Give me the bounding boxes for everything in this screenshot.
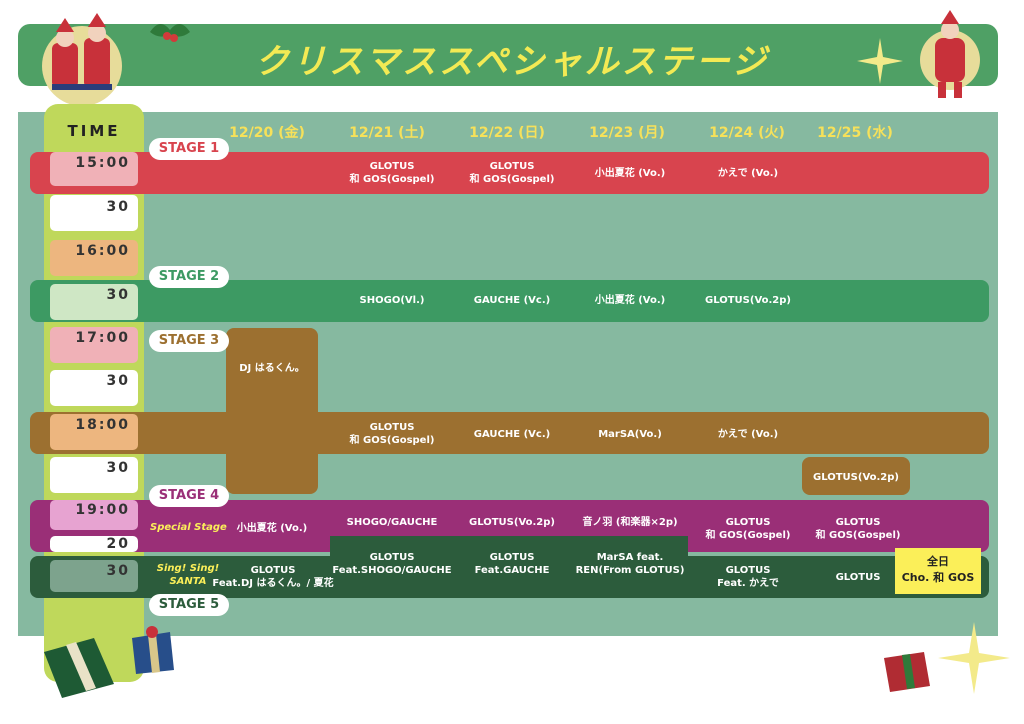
stage5-cell-1220: GLOTUS Feat.DJ はるくん。/ 夏花 (212, 565, 334, 589)
stage3-cell-1221: GLOTUS 和 GOS(Gospel) (349, 422, 435, 446)
star-icon (857, 38, 903, 84)
time-slot: 30 (50, 457, 138, 493)
stage3-cell-1225: GLOTUS(Vo.2p) (813, 472, 899, 483)
stage1-label: STAGE 1 (149, 138, 229, 160)
date-header: 12/23 (月) (589, 125, 665, 141)
time-slot: 20 (50, 536, 138, 552)
special-stage-label: Special Stage (150, 522, 227, 533)
stage2-cell-1221: SHOGO(Vl.) (359, 295, 425, 306)
stage1-cell-1223: 小出夏花 (Vo.) (594, 168, 666, 179)
date-header: 12/24 (火) (709, 125, 785, 141)
time-header: TIME (67, 122, 121, 140)
stage5-cell-1221: GLOTUS Feat.SHOGO/GAUCHE (332, 552, 452, 576)
stage3-cell-1224: かえで (Vo.) (717, 429, 779, 440)
stage4-cell-1220: 小出夏花 (Vo.) (236, 523, 308, 534)
stage4-cell-1222: GLOTUS(Vo.2p) (469, 517, 555, 528)
stage5-cell-1225: GLOTUS (835, 572, 881, 583)
stage4-cell-1225: GLOTUS 和 GOS(Gospel) (815, 517, 901, 541)
holly-icon (150, 23, 190, 42)
date-header: 12/20 (金) (229, 125, 305, 141)
santa-left-illustration (42, 13, 122, 106)
allday-box (895, 548, 981, 594)
stage4-label: STAGE 4 (149, 485, 229, 507)
stage3-dj-block (226, 328, 318, 494)
time-slot: 18:00 (50, 414, 138, 450)
page-title: クリスマススペシャルステージ (255, 42, 769, 82)
stage5-extension (330, 536, 688, 598)
stage2-cell-1224: GLOTUS(Vo.2p) (705, 295, 791, 306)
allday-text: 全日 Cho. 和 GOS (901, 555, 975, 584)
stage5-label: STAGE 5 (149, 594, 229, 616)
stage1-cell-1222: GLOTUS 和 GOS(Gospel) (469, 161, 555, 185)
date-header: 12/22 (日) (469, 125, 545, 141)
time-slot: 30 (50, 195, 138, 231)
stage4-cell-1221: SHOGO/GAUCHE (346, 517, 438, 528)
gift-box-green-icon (44, 638, 114, 698)
stage3-band (30, 412, 989, 454)
time-slot: 19:00 (50, 500, 138, 530)
stage4-cell-1224: GLOTUS 和 GOS(Gospel) (705, 517, 791, 541)
time-slot: 30 (50, 370, 138, 406)
stage5-cell-1224: GLOTUS Feat. かえで (717, 565, 779, 589)
gift-box-red-icon (884, 652, 930, 692)
stage1-cell-1224: かえで (Vo.) (717, 168, 779, 179)
gift-box-blue-icon (132, 626, 174, 674)
time-slot: 30 (50, 560, 138, 592)
time-slot: 15:00 (50, 152, 138, 186)
stage3-cell-1222: GAUCHE (Vc.) (473, 429, 551, 440)
stage3-label: STAGE 3 (149, 330, 229, 352)
stage3-cell-1223: MarSA(Vo.) (598, 429, 662, 440)
stage5-cell-1222: GLOTUS Feat.GAUCHE (474, 552, 550, 576)
stage4-cell-1223: 音ノ羽 (和楽器×2p) (582, 517, 678, 528)
sing-sing-santa-label: Sing! Sing! SANTA (156, 563, 220, 587)
stage5-cell-1223: MarSA feat. REN(From GLOTUS) (575, 552, 685, 576)
santa-right-illustration (920, 10, 980, 98)
time-slot: 30 (50, 284, 138, 320)
stage3-dj: DJ はるくん。 (239, 363, 305, 374)
time-slot: 17:00 (50, 327, 138, 363)
time-slot: 16:00 (50, 240, 138, 276)
date-header: 12/25 (水) (817, 125, 893, 141)
stage1-cell-1221: GLOTUS 和 GOS(Gospel) (349, 161, 435, 185)
star-bottom-icon (938, 622, 1010, 694)
stage2-cell-1223: 小出夏花 (Vo.) (594, 295, 666, 306)
stage3-extra-block (802, 457, 910, 495)
stage2-label: STAGE 2 (149, 266, 229, 288)
date-header: 12/21 (土) (349, 125, 425, 141)
stage2-cell-1222: GAUCHE (Vc.) (473, 295, 551, 306)
